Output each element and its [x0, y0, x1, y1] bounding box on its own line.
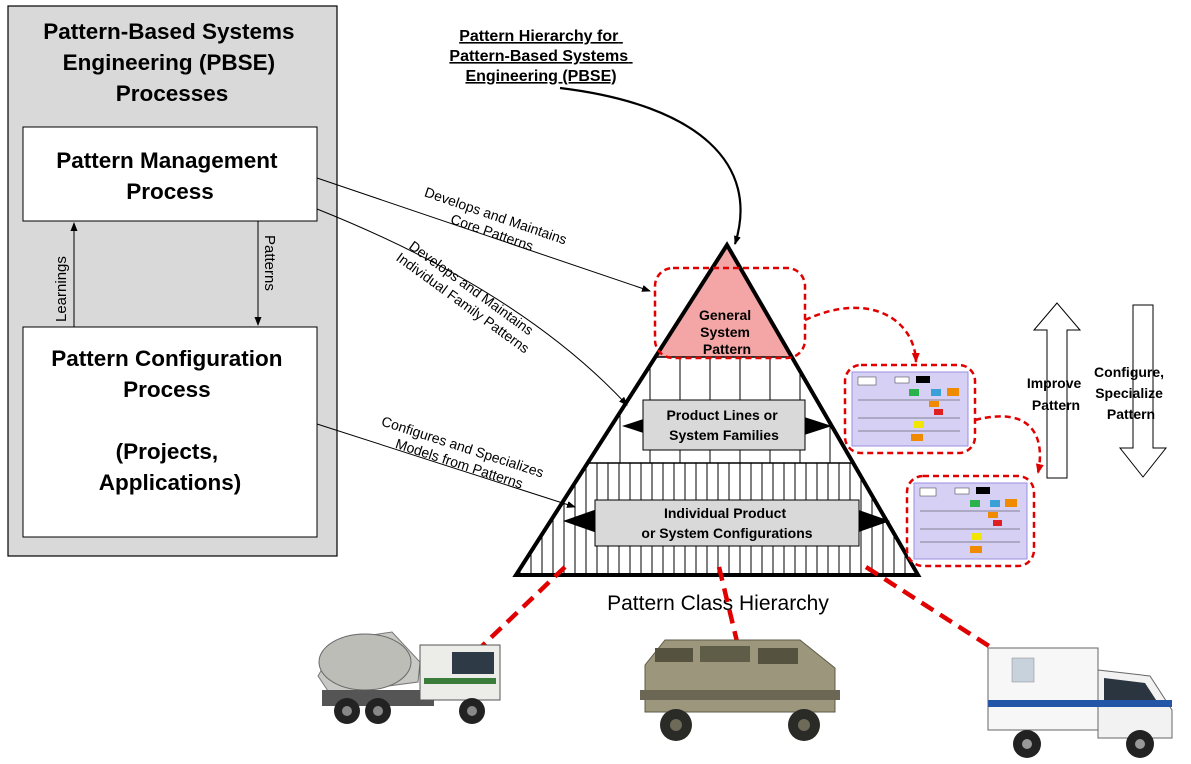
pattern-configuration-label: Pattern Configuration Process (Projects,…	[51, 346, 289, 495]
improve-label: Improve Pattern	[1027, 375, 1085, 413]
configure-label: Configures and Specializes Models from P…	[374, 413, 549, 498]
patterns-label: Patterns	[261, 235, 278, 291]
pattern-configuration-box	[22, 326, 318, 538]
learnings-label: Learnings	[53, 256, 70, 322]
product-lines-label: Product Lines or System Families	[666, 407, 781, 443]
flow-arrow-to-family	[804, 306, 920, 363]
bottom-left-arrowhead	[563, 508, 600, 534]
pyramid-caption: Pattern Class Hierarchy	[607, 592, 829, 615]
product-lines-box	[642, 399, 806, 451]
pattern-management-box	[22, 126, 318, 222]
title-pointer-arrow	[559, 86, 742, 245]
configure-arrow	[316, 423, 576, 508]
pattern-management-label: Pattern Management Process	[56, 148, 284, 204]
general-pattern-fill	[652, 245, 804, 357]
processes-heading: Pattern-Based Systems Engineering (PBSE)…	[43, 19, 301, 106]
diagram-title: Pattern Hierarchy for Pattern-Based Syst…	[449, 28, 632, 85]
core-patterns-label: Develops and Maintains Core Patterns	[417, 184, 573, 265]
armored-vehicle	[640, 639, 840, 741]
middle-right-arrowhead	[798, 415, 832, 437]
link-to-ambulance	[864, 565, 994, 650]
ambulance	[987, 647, 1173, 758]
configure-arrow-down	[1118, 304, 1168, 478]
general-pattern-callout	[653, 266, 807, 360]
configure-specialize-label: Configure, Specialize Pattern	[1094, 364, 1168, 422]
individual-product-label: Individual Product or System Configurati…	[641, 505, 812, 541]
core-patterns-arrow	[316, 177, 651, 292]
general-pattern-label: General System Pattern	[699, 307, 755, 357]
flow-arrow-to-configuration	[974, 415, 1044, 474]
cement-mixer-truck	[317, 631, 501, 724]
family-patterns-arrow	[316, 208, 628, 406]
link-to-cement-mixer	[478, 565, 567, 650]
pyramid-outline	[512, 241, 922, 577]
model-thumbnail-configuration	[905, 474, 1036, 568]
model-thumbnail-family	[843, 363, 977, 455]
individual-product-box	[594, 499, 860, 547]
improve-arrow	[1032, 302, 1082, 479]
family-patterns-label: Develops and Maintains Individual Family…	[393, 235, 542, 356]
bottom-right-arrowhead	[853, 508, 890, 534]
